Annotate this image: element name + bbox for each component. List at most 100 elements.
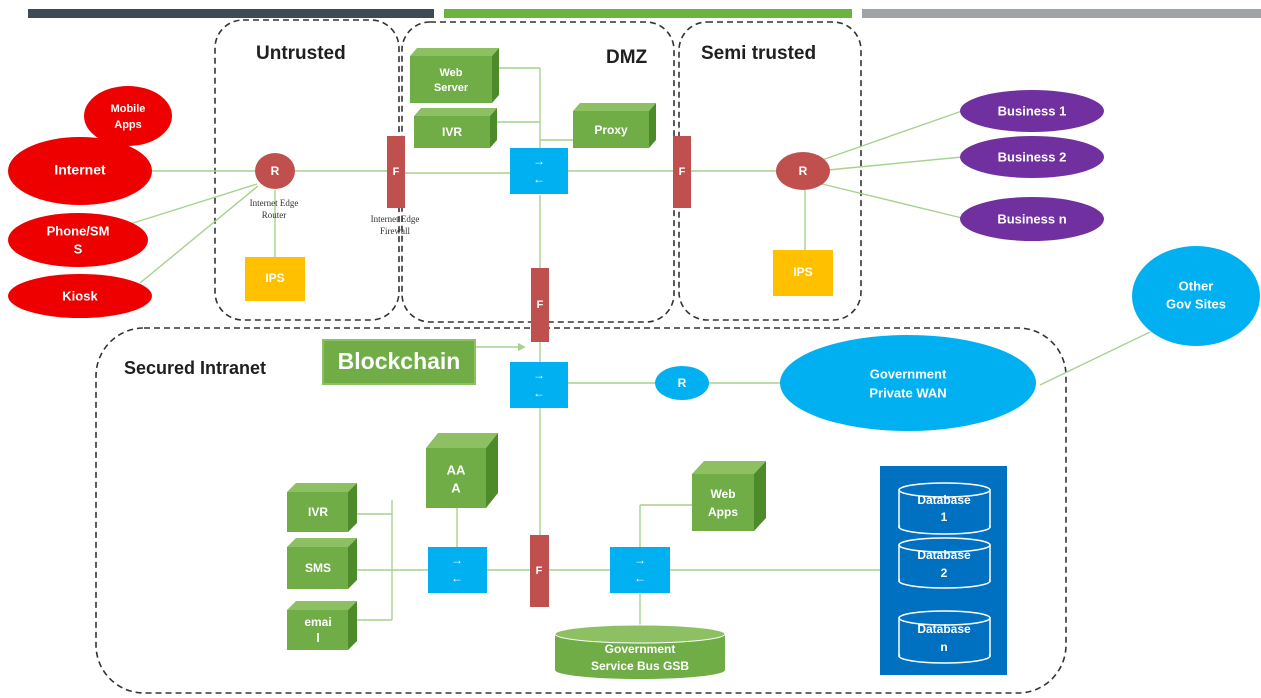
mobile-apps-label-2: Apps <box>114 119 142 131</box>
other-gov-sites-label-1: Other <box>1179 278 1214 293</box>
firewall-caption-2: Firewall <box>380 226 410 236</box>
other-gov-sites-label-2: Gov Sites <box>1166 296 1226 311</box>
database-n-label-1: Database <box>917 622 971 636</box>
aaa-label-1: AA <box>447 462 466 477</box>
gsb-cylinder: Government Service Bus GSB <box>554 624 726 679</box>
semi-trusted-router: R <box>776 152 830 190</box>
svg-text:→: → <box>533 368 545 382</box>
email-box: emai l <box>287 601 357 650</box>
semi-router-label: R <box>799 164 808 178</box>
business-1-label: Business 1 <box>998 103 1067 118</box>
kiosk-label: Kiosk <box>62 288 98 303</box>
internet-label: Internet <box>54 162 106 178</box>
semi-trusted-firewall: F <box>673 136 691 208</box>
intranet-core-switch: → ← <box>510 362 568 408</box>
intranet-ivr-box: IVR <box>287 483 357 532</box>
kiosk-node: Kiosk <box>8 274 152 318</box>
zone-secured-intranet-title: Secured Intranet <box>124 358 266 378</box>
svg-text:→: → <box>451 553 463 567</box>
svg-text:→: → <box>533 154 545 168</box>
zone-untrusted-title: Untrusted <box>256 43 346 64</box>
internal-firewall-label: F <box>536 565 543 577</box>
phone-sms-node: Phone/SM S <box>8 213 148 267</box>
svg-text:→: → <box>634 553 646 567</box>
internet-node: Internet <box>8 137 152 205</box>
intranet-switch-right: → ← <box>610 547 670 593</box>
internet-edge-router: R <box>255 153 295 189</box>
gov-private-wan-label-1: Government <box>870 366 947 381</box>
aaa-label-2: A <box>451 480 461 495</box>
internet-edge-firewall: F <box>387 136 405 208</box>
connection-lines <box>129 67 1151 630</box>
zone-untrusted-border <box>214 19 400 321</box>
blockchain-arrow <box>474 343 526 351</box>
intranet-firewall: F <box>531 268 549 342</box>
intranet-internal-firewall: F <box>530 535 549 607</box>
database-1: Database 1 <box>898 482 991 535</box>
web-server-label-2: Server <box>434 82 469 94</box>
zone-secured-intranet-border <box>95 327 1067 694</box>
business-n-node: Business n <box>960 197 1104 241</box>
header-bar-segment-dark <box>28 9 434 18</box>
svg-text:←: ← <box>451 571 463 585</box>
gsb-label-1: Government <box>605 642 676 656</box>
database-n-label-2: n <box>940 640 947 654</box>
router-label: R <box>271 164 280 178</box>
proxy-label: Proxy <box>594 123 628 137</box>
dmz-ivr-box: IVR <box>414 108 497 148</box>
phone-sms-label-2: S <box>74 241 83 256</box>
proxy-box: Proxy <box>573 103 656 148</box>
header-color-bar <box>28 9 1261 18</box>
sms-label: SMS <box>305 561 331 575</box>
database-n: Database n <box>898 610 991 664</box>
email-label-2: l <box>316 631 319 645</box>
dmz-switch: → ← <box>510 148 568 194</box>
svg-text:←: ← <box>634 571 646 585</box>
firewall-caption-1: Internet Edge <box>371 214 420 224</box>
other-gov-sites-node: Other Gov Sites <box>1132 246 1260 346</box>
database-1-label-2: 1 <box>941 510 948 524</box>
sms-box: SMS <box>287 538 357 589</box>
edge-firewall-label: F <box>393 166 400 178</box>
dmz-ivr-label: IVR <box>442 125 462 139</box>
gov-private-wan-node: Government Private WAN <box>780 335 1036 431</box>
zone-semi-trusted-title: Semi trusted <box>701 43 816 64</box>
router-caption-1: Internet Edge <box>250 198 299 208</box>
router-caption-2: Router <box>262 210 287 220</box>
zone-semi-trusted-border <box>678 21 862 321</box>
wan-router-label: R <box>678 376 687 390</box>
blockchain-box: Blockchain <box>322 339 476 385</box>
email-label-1: emai <box>304 615 331 629</box>
intranet-switch-left: → ← <box>428 547 487 593</box>
intranet-ivr-label: IVR <box>308 505 328 519</box>
ips-semi-label: IPS <box>793 265 812 279</box>
svg-text:←: ← <box>533 386 545 400</box>
web-apps-label-2: Apps <box>708 505 738 519</box>
mobile-apps-label-1: Mobile <box>111 103 146 115</box>
gov-private-wan-label-2: Private WAN <box>869 385 946 400</box>
mobile-apps-node: Mobile Apps <box>84 86 172 146</box>
web-apps-label-1: Web <box>710 487 735 501</box>
wan-router: R <box>655 366 709 400</box>
intranet-firewall-label: F <box>537 299 544 311</box>
ips-untrusted: IPS <box>245 257 305 301</box>
header-bar-segment-gray <box>862 9 1261 18</box>
database-panel: Database 1 Database 2 Database n <box>880 466 1007 675</box>
zone-dmz-title: DMZ <box>606 47 648 68</box>
web-apps-box: Web Apps <box>692 461 766 531</box>
gsb-label-2: Service Bus GSB <box>591 659 689 673</box>
database-1-label-1: Database <box>917 493 971 507</box>
database-2-label-2: 2 <box>941 566 948 580</box>
aaa-box: AA A <box>426 433 498 508</box>
business-n-label: Business n <box>997 211 1066 226</box>
web-server-label-1: Web <box>439 67 462 79</box>
business-1-node: Business 1 <box>960 90 1104 132</box>
database-2-label-1: Database <box>917 548 971 562</box>
ips-semi-trusted: IPS <box>773 250 833 296</box>
web-server-box: Web Server <box>410 48 499 103</box>
business-2-node: Business 2 <box>960 136 1104 178</box>
svg-text:←: ← <box>533 172 545 186</box>
business-2-label: Business 2 <box>998 149 1067 164</box>
phone-sms-label-1: Phone/SM <box>47 223 110 238</box>
